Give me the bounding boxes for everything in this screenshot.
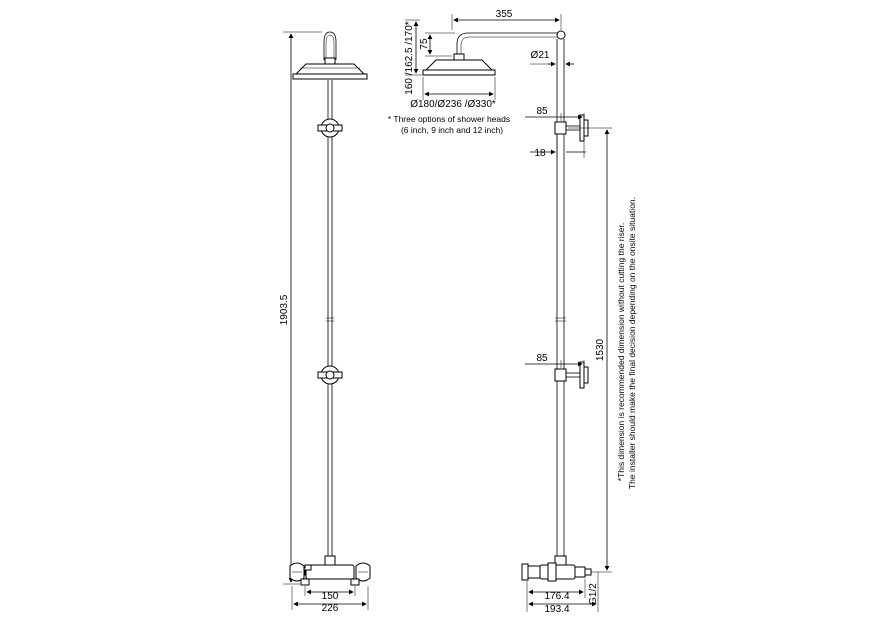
valve-depth-label: 176.4 (544, 591, 569, 602)
head-diameter-label: Ø180/Ø236 /Ø330* (410, 99, 496, 110)
front-lower-bracket (317, 365, 343, 385)
drop-label: 75 (419, 38, 430, 50)
side-valve (521, 555, 592, 582)
head-note-line1: * Three options of shower heads (388, 114, 510, 124)
head-detail: 355 75 160 /162.5 /170* Ø180/Ø236 /Ø330*… (388, 9, 566, 135)
head-heights-label: 160 /162.5 /170* (404, 21, 415, 95)
detail-shower-head (422, 53, 496, 76)
detail-shower-arm (456, 32, 560, 54)
height-label: 1903.5 (279, 294, 290, 325)
side-note-line2: The installer should make the final deci… (627, 197, 637, 489)
head-note-line2: (6 inch, 9 inch and 12 inch) (401, 125, 503, 135)
front-valve (289, 555, 371, 586)
riser-height-label: 1530 (595, 338, 606, 361)
side-note-line1: *This dimension is recommended dimension… (616, 223, 626, 481)
side-lower-bracket (554, 361, 589, 389)
thread-label: G1/2 (588, 583, 599, 605)
upper-bracket-label: 85 (536, 106, 548, 117)
riser-diameter-label: Ø21 (531, 50, 550, 61)
front-upper-bracket (317, 118, 343, 138)
front-view: 1903.5 (279, 31, 371, 614)
front-shower-arm (323, 31, 337, 60)
valve-width-label: 226 (322, 603, 339, 614)
side-view: Ø21 85 18 85 (521, 39, 637, 615)
lower-bracket-label: 85 (536, 353, 548, 364)
gap-label: 18 (534, 148, 546, 159)
front-shower-head (292, 57, 368, 80)
overall-depth-label: 193.4 (544, 604, 569, 615)
inlet-centres-label: 150 (322, 591, 339, 602)
arm-length-label: 355 (496, 9, 513, 20)
